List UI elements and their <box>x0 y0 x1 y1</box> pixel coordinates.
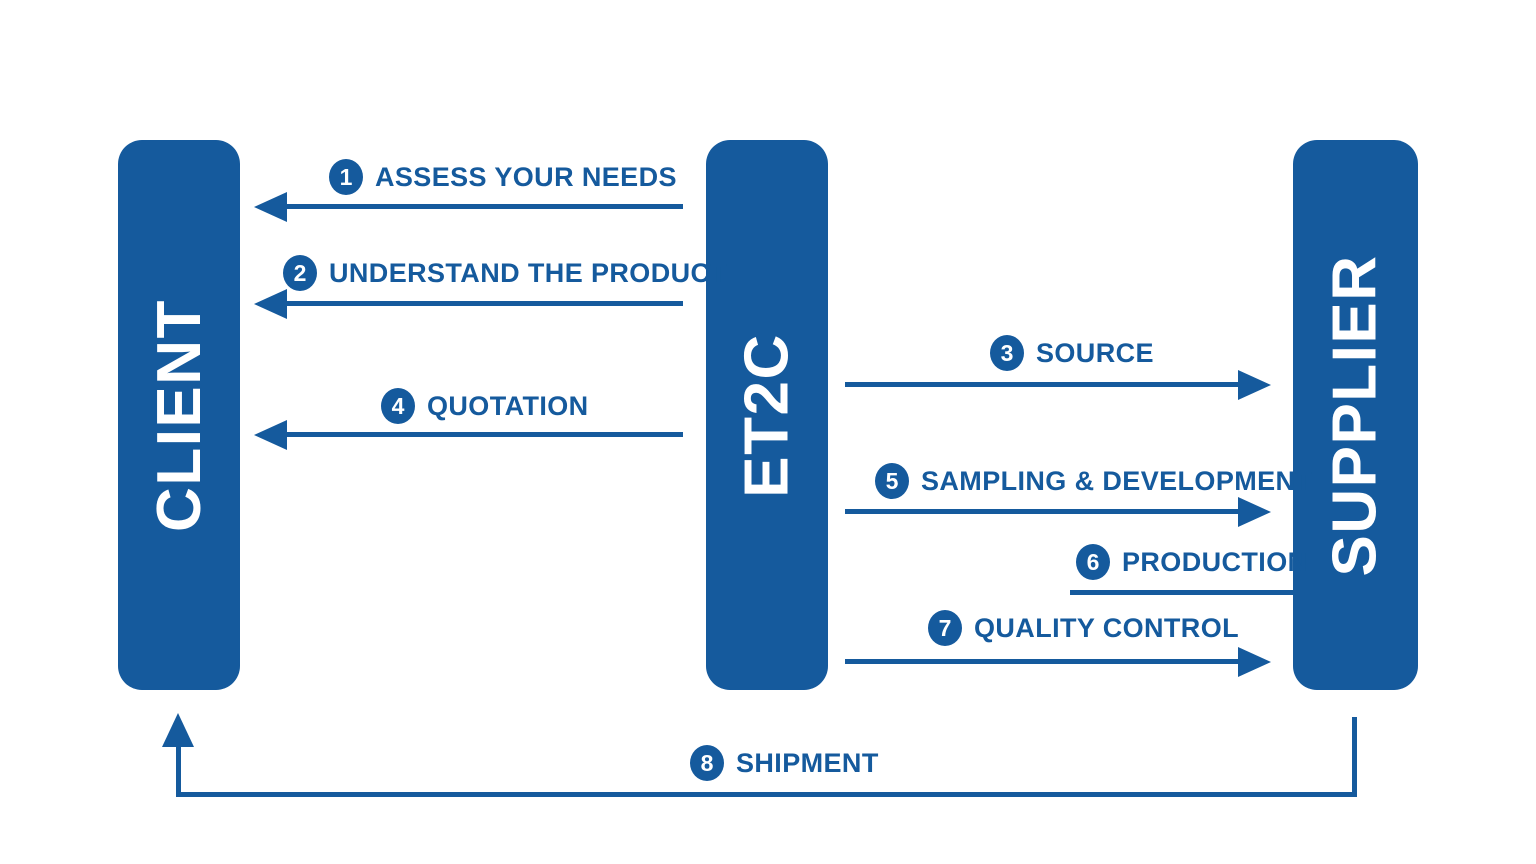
client-box: CLIENT <box>118 140 240 690</box>
step-8-arrowhead-up-icon <box>162 713 194 747</box>
step-7-arrowhead-right-icon <box>1238 647 1271 677</box>
step-6-label: PRODUCTION <box>1122 546 1308 577</box>
step-3: 3 SOURCE <box>990 335 1154 371</box>
step-2-arrowhead-left-icon <box>254 289 287 319</box>
step-7: 7 QUALITY CONTROL <box>928 610 1239 646</box>
step-4-arrowhead-left-icon <box>254 420 287 450</box>
step-5-arrow-line <box>845 509 1238 514</box>
step-4-number-badge: 4 <box>381 388 415 424</box>
step-1-number-badge: 1 <box>329 159 363 195</box>
client-label: CLIENT <box>144 298 214 532</box>
step-7-label: QUALITY CONTROL <box>974 612 1239 643</box>
step-4-arrow-line <box>284 432 683 437</box>
step-2-number-badge: 2 <box>283 255 317 291</box>
step-8-bottom-line <box>176 792 1357 797</box>
step-4: 4 QUOTATION <box>381 388 589 424</box>
step-6: 6 PRODUCTION <box>1076 544 1308 580</box>
step-5-arrowhead-right-icon <box>1238 497 1271 527</box>
step-8-number-badge: 8 <box>690 745 724 781</box>
step-4-label: QUOTATION <box>427 390 589 421</box>
step-7-number-badge: 7 <box>928 610 962 646</box>
step-8: 8 SHIPMENT <box>690 745 879 781</box>
step-3-arrow-line <box>845 382 1238 387</box>
step-1-arrow-line <box>284 204 683 209</box>
supplier-box: SUPPLIER <box>1293 140 1418 690</box>
step-3-arrowhead-right-icon <box>1238 370 1271 400</box>
step-3-number-badge: 3 <box>990 335 1024 371</box>
step-2-arrow-line <box>284 301 683 306</box>
step-1-label: ASSESS YOUR NEEDS <box>375 161 677 192</box>
step-8-label: SHIPMENT <box>736 747 879 778</box>
step-8-client-rise-line <box>176 747 181 797</box>
step-2-label: UNDERSTAND THE PRODUCT <box>329 257 728 288</box>
et2c-label: ET2C <box>732 332 802 498</box>
step-1: 1 ASSESS YOUR NEEDS <box>329 159 677 195</box>
step-8-supplier-drop-line <box>1352 717 1357 797</box>
step-3-label: SOURCE <box>1036 337 1154 368</box>
step-1-arrowhead-left-icon <box>254 192 287 222</box>
supplier-label: SUPPLIER <box>1321 253 1390 577</box>
et2c-box: ET2C <box>706 140 828 690</box>
step-6-line <box>1070 590 1293 595</box>
step-5: 5 SAMPLING & DEVELOPMENT <box>875 463 1312 499</box>
step-6-number-badge: 6 <box>1076 544 1110 580</box>
step-2: 2 UNDERSTAND THE PRODUCT <box>283 255 727 291</box>
step-5-number-badge: 5 <box>875 463 909 499</box>
step-7-arrow-line <box>845 659 1238 664</box>
step-5-label: SAMPLING & DEVELOPMENT <box>921 465 1313 496</box>
